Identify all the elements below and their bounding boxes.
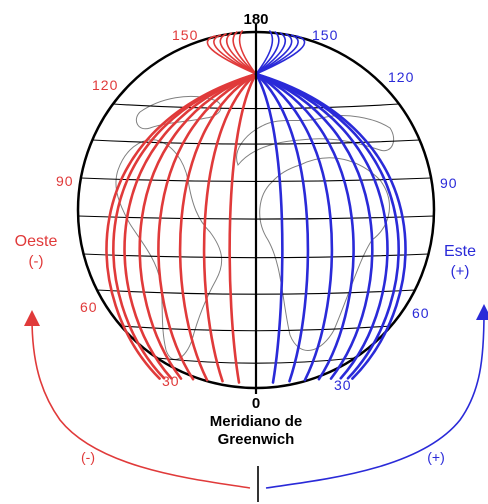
east-tick-60: 60 — [412, 305, 430, 321]
west-sign: (-) — [29, 253, 44, 270]
west-back-meridian — [232, 31, 257, 75]
west-meridian — [178, 72, 258, 382]
east-meridian — [254, 72, 400, 380]
east-sign: (+) — [451, 263, 470, 280]
east-back-meridian — [255, 35, 306, 75]
east-direction-arrow — [265, 304, 488, 489]
west-arrow-label: (-) — [81, 449, 95, 465]
west-meridian — [105, 72, 258, 380]
west-meridian — [157, 72, 258, 381]
label-0: 0 — [252, 395, 260, 412]
west-tick-90: 90 — [56, 173, 74, 189]
east-meridian — [254, 72, 334, 382]
east-tick-90: 90 — [440, 175, 458, 191]
arctic-outline — [135, 95, 222, 130]
west-meridian — [228, 72, 258, 384]
east-arrow-label: (+) — [427, 449, 445, 465]
west-direction-arrow — [24, 310, 251, 489]
east-meridian — [254, 72, 284, 384]
east-tick-120: 120 — [388, 69, 414, 85]
west-back-meridian — [206, 35, 257, 75]
label-180: 180 — [243, 11, 268, 28]
west-meridian — [123, 72, 258, 380]
meridian-caption-line2: Greenwich — [218, 431, 295, 448]
europe-outline — [236, 115, 395, 166]
west-back-meridian — [238, 30, 257, 75]
west-tick-120: 120 — [92, 77, 118, 93]
east-tick-30: 30 — [334, 377, 352, 393]
west-meridian — [112, 72, 258, 380]
east-back-meridian — [255, 32, 287, 75]
east-degree-labels: 150 120 90 60 30 — [312, 27, 458, 393]
americas-outline — [115, 139, 223, 360]
east-meridian — [254, 72, 389, 380]
meridian-caption-line1: Meridiano de — [210, 413, 303, 430]
east-meridians — [254, 30, 407, 384]
west-tick-150: 150 — [172, 27, 198, 43]
west-back-meridian — [225, 32, 257, 75]
west-meridian — [138, 72, 258, 380]
east-back-meridian — [255, 31, 280, 75]
east-tick-150: 150 — [312, 27, 338, 43]
west-tick-60: 60 — [80, 299, 98, 315]
east-meridian — [254, 72, 407, 380]
east-name: Este — [444, 243, 476, 260]
west-meridians — [105, 30, 258, 384]
globe — [76, 24, 436, 394]
west-name: Oeste — [15, 233, 58, 250]
west-meridian — [202, 72, 258, 383]
east-meridian — [254, 72, 355, 381]
east-back-meridian — [255, 30, 274, 75]
west-tick-30: 30 — [162, 373, 180, 389]
east-meridian — [254, 72, 310, 383]
east-meridian — [254, 72, 374, 380]
west-degree-labels: 150 120 90 60 30 — [56, 27, 198, 389]
